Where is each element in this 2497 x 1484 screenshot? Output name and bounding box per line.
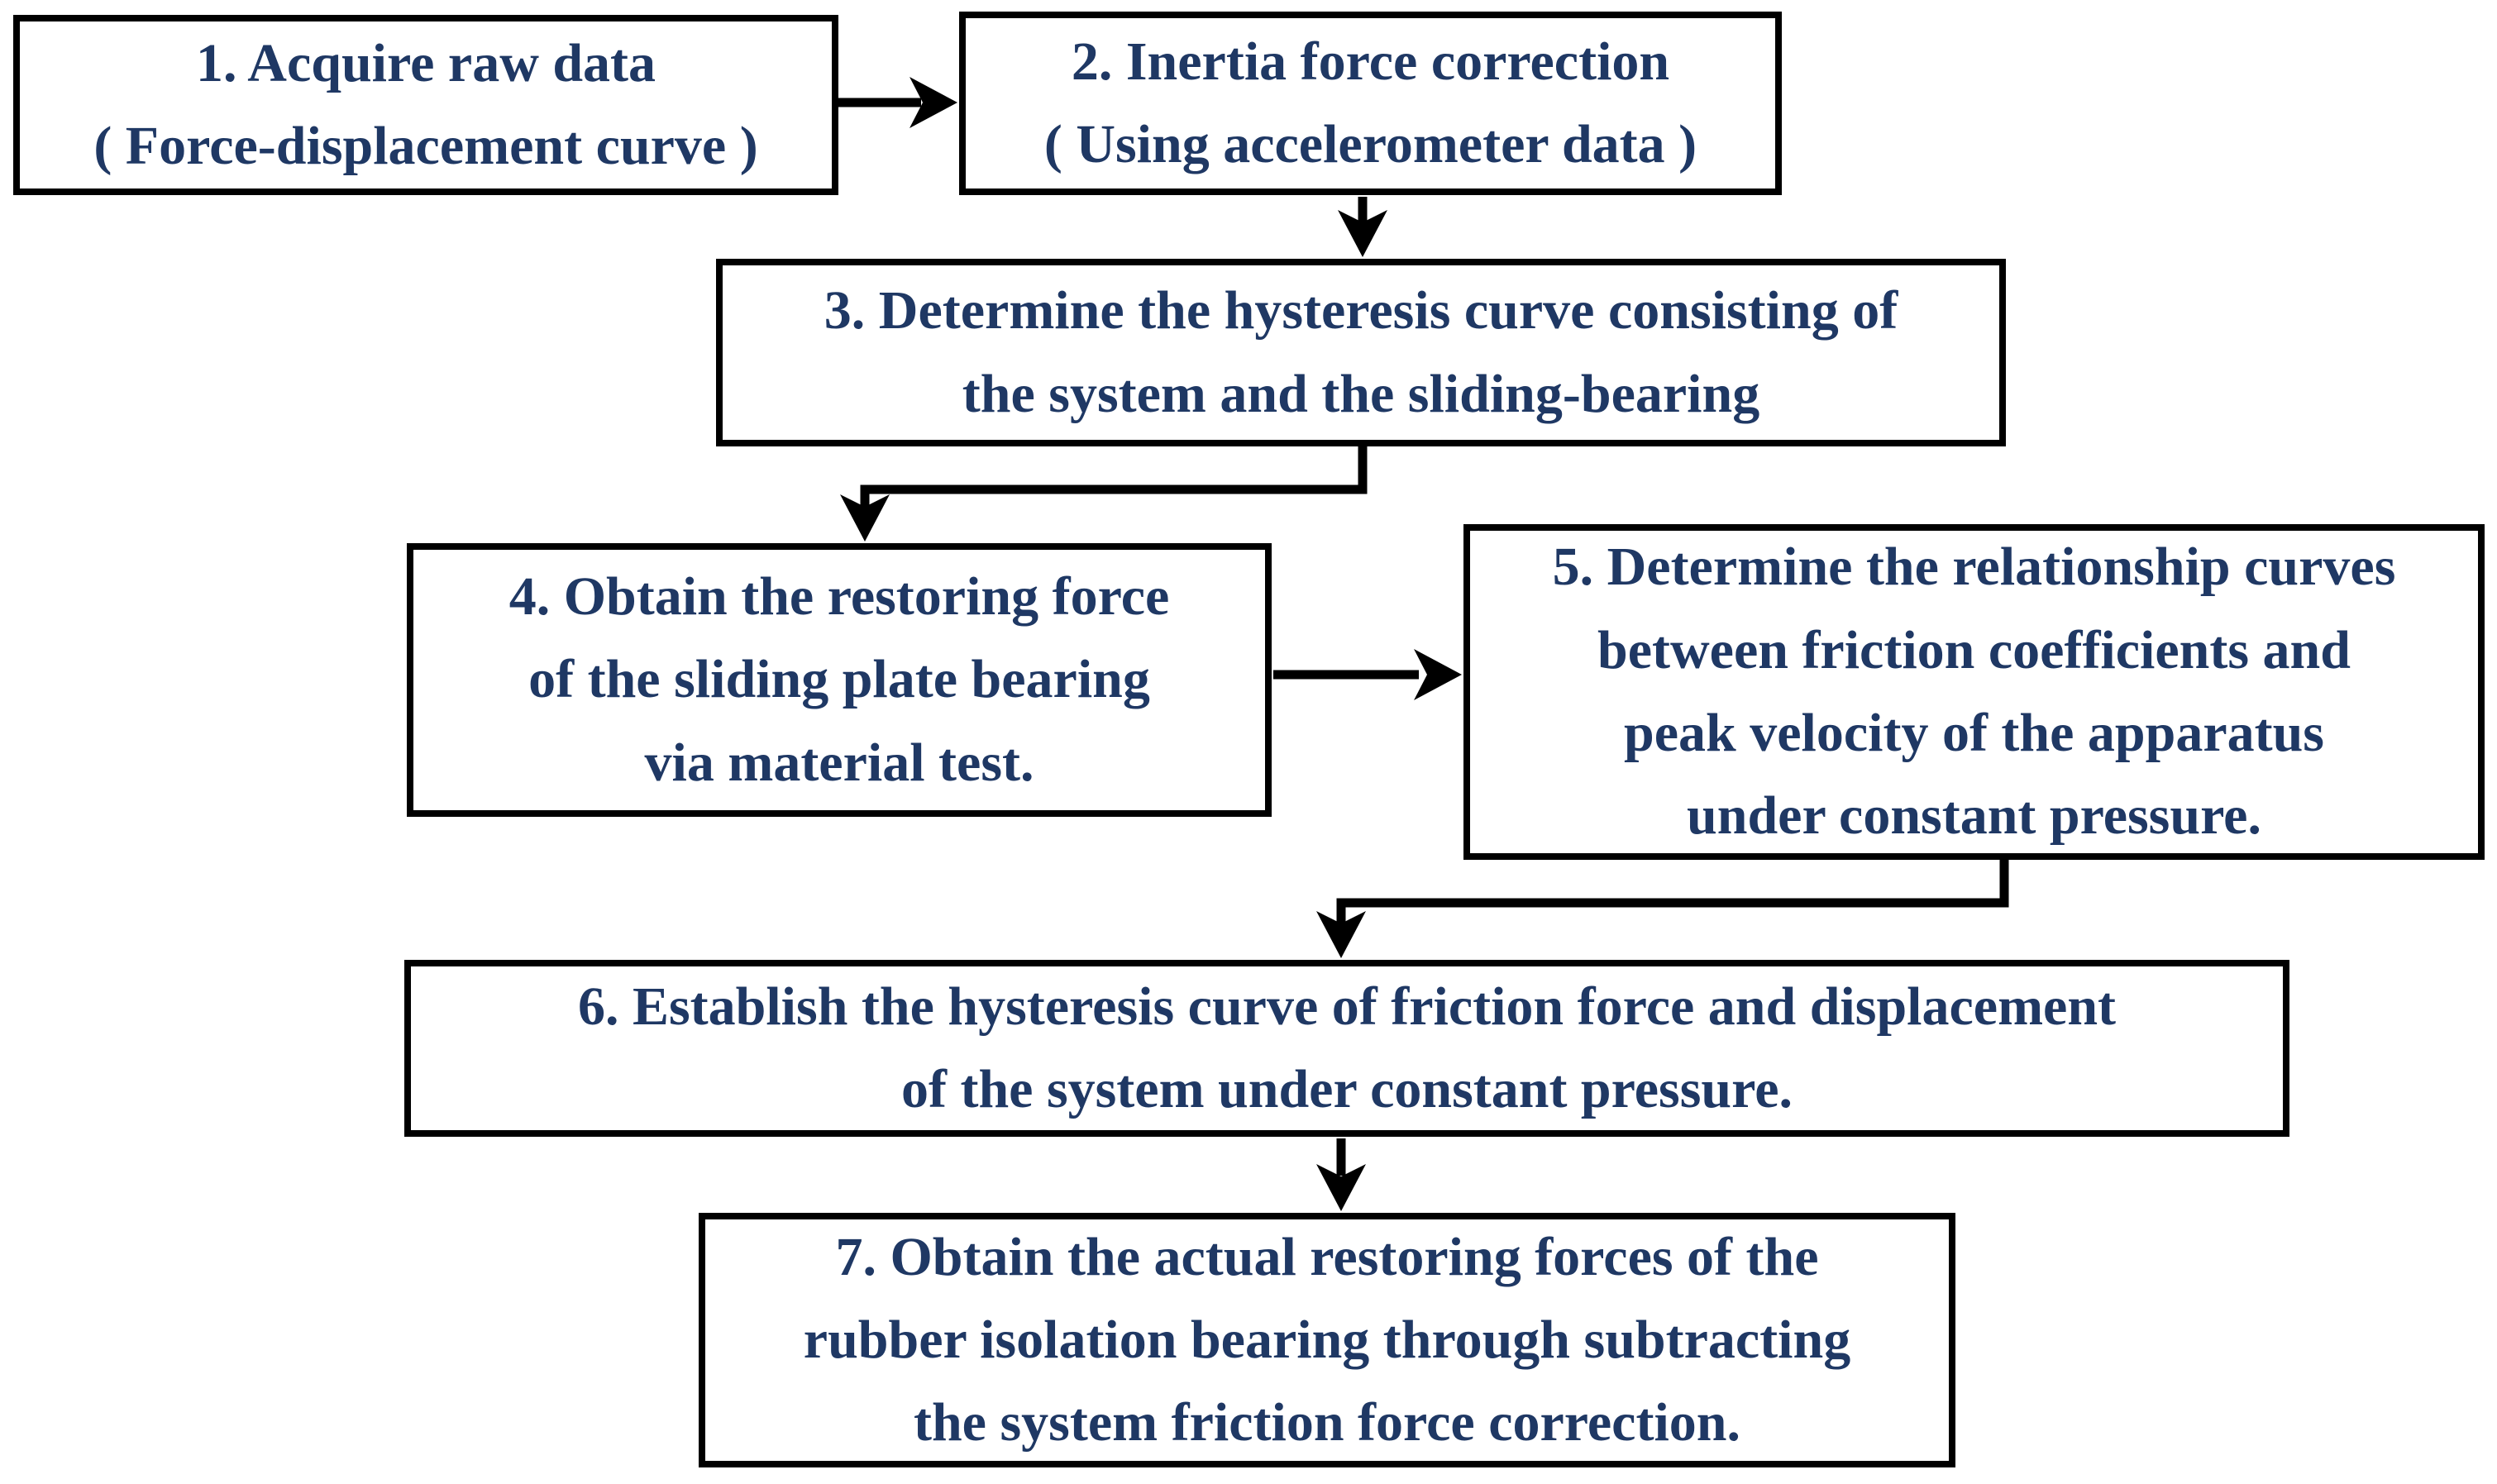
arrow-head: [1338, 210, 1387, 257]
arrow-shaft: [1336, 858, 2009, 924]
arrow-step6-to-step7: [1316, 1138, 1366, 1211]
step-1-line-1: 1. Acquire raw data: [195, 32, 656, 93]
step-2-box: 2. Inertia force correction ( Using acce…: [959, 12, 1782, 195]
step-7-box: 7. Obtain the actual restoring forces of…: [699, 1213, 1955, 1467]
step-4-line-2: of the sliding plate bearing: [528, 649, 1150, 710]
step-5-line-2: between friction coefficients and: [1597, 619, 2351, 680]
arrow-head: [910, 77, 957, 128]
arrow-head: [1316, 911, 1366, 958]
step-5-line-1: 5. Determine the relationship curves: [1552, 537, 2396, 598]
step-4-line-1: 4. Obtain the restoring force: [508, 566, 1170, 627]
step-5-line-3: peak velocity of the apparatus: [1624, 703, 2324, 763]
step-3-line-1: 3. Determine the hysteresis curve consis…: [824, 280, 1898, 341]
arrow-step4-to-step5: [1273, 649, 1462, 700]
step-4-box: 4. Obtain the restoring force of the sli…: [407, 543, 1272, 817]
arrow-step5-to-step6: [1316, 858, 2009, 958]
arrow-head: [840, 494, 890, 542]
step-5-line-4: under constant pressure.: [1687, 785, 2261, 847]
arrow-head: [1414, 649, 1462, 700]
step-5-box: 5. Determine the relationship curves bet…: [1463, 524, 2485, 860]
arrow-step2-to-step3: [1338, 197, 1387, 257]
step-2-line-1: 2. Inertia force correction: [1071, 31, 1670, 92]
step-1-box: 1. Acquire raw data ( Force-displacement…: [13, 15, 838, 195]
arrow-step1-to-step2: [838, 77, 957, 128]
arrow-step3-to-step4: [840, 446, 1368, 542]
step-2-line-2: ( Using accelerometer data ): [1043, 114, 1697, 174]
arrow-head: [1316, 1164, 1366, 1211]
step-6-box: 6. Establish the hysteresis curve of fri…: [404, 960, 2289, 1137]
step-7-line-1: 7. Obtain the actual restoring forces of…: [835, 1226, 1819, 1287]
step-6-line-1: 6. Establish the hysteresis curve of fri…: [577, 976, 2117, 1037]
step-7-line-3: the system friction force correction.: [914, 1392, 1740, 1453]
arrow-shaft: [860, 446, 1368, 508]
step-3-box: 3. Determine the hysteresis curve consis…: [716, 259, 2006, 446]
step-7-line-2: rubber isolation bearing through subtrac…: [803, 1309, 1851, 1370]
step-3-line-2: the system and the sliding-bearing: [962, 363, 1760, 424]
step-4-line-3: via material test.: [644, 732, 1034, 793]
step-6-line-2: of the system under constant pressure.: [900, 1059, 1793, 1119]
step-1-line-2: ( Force-displacement curve ): [93, 116, 758, 176]
